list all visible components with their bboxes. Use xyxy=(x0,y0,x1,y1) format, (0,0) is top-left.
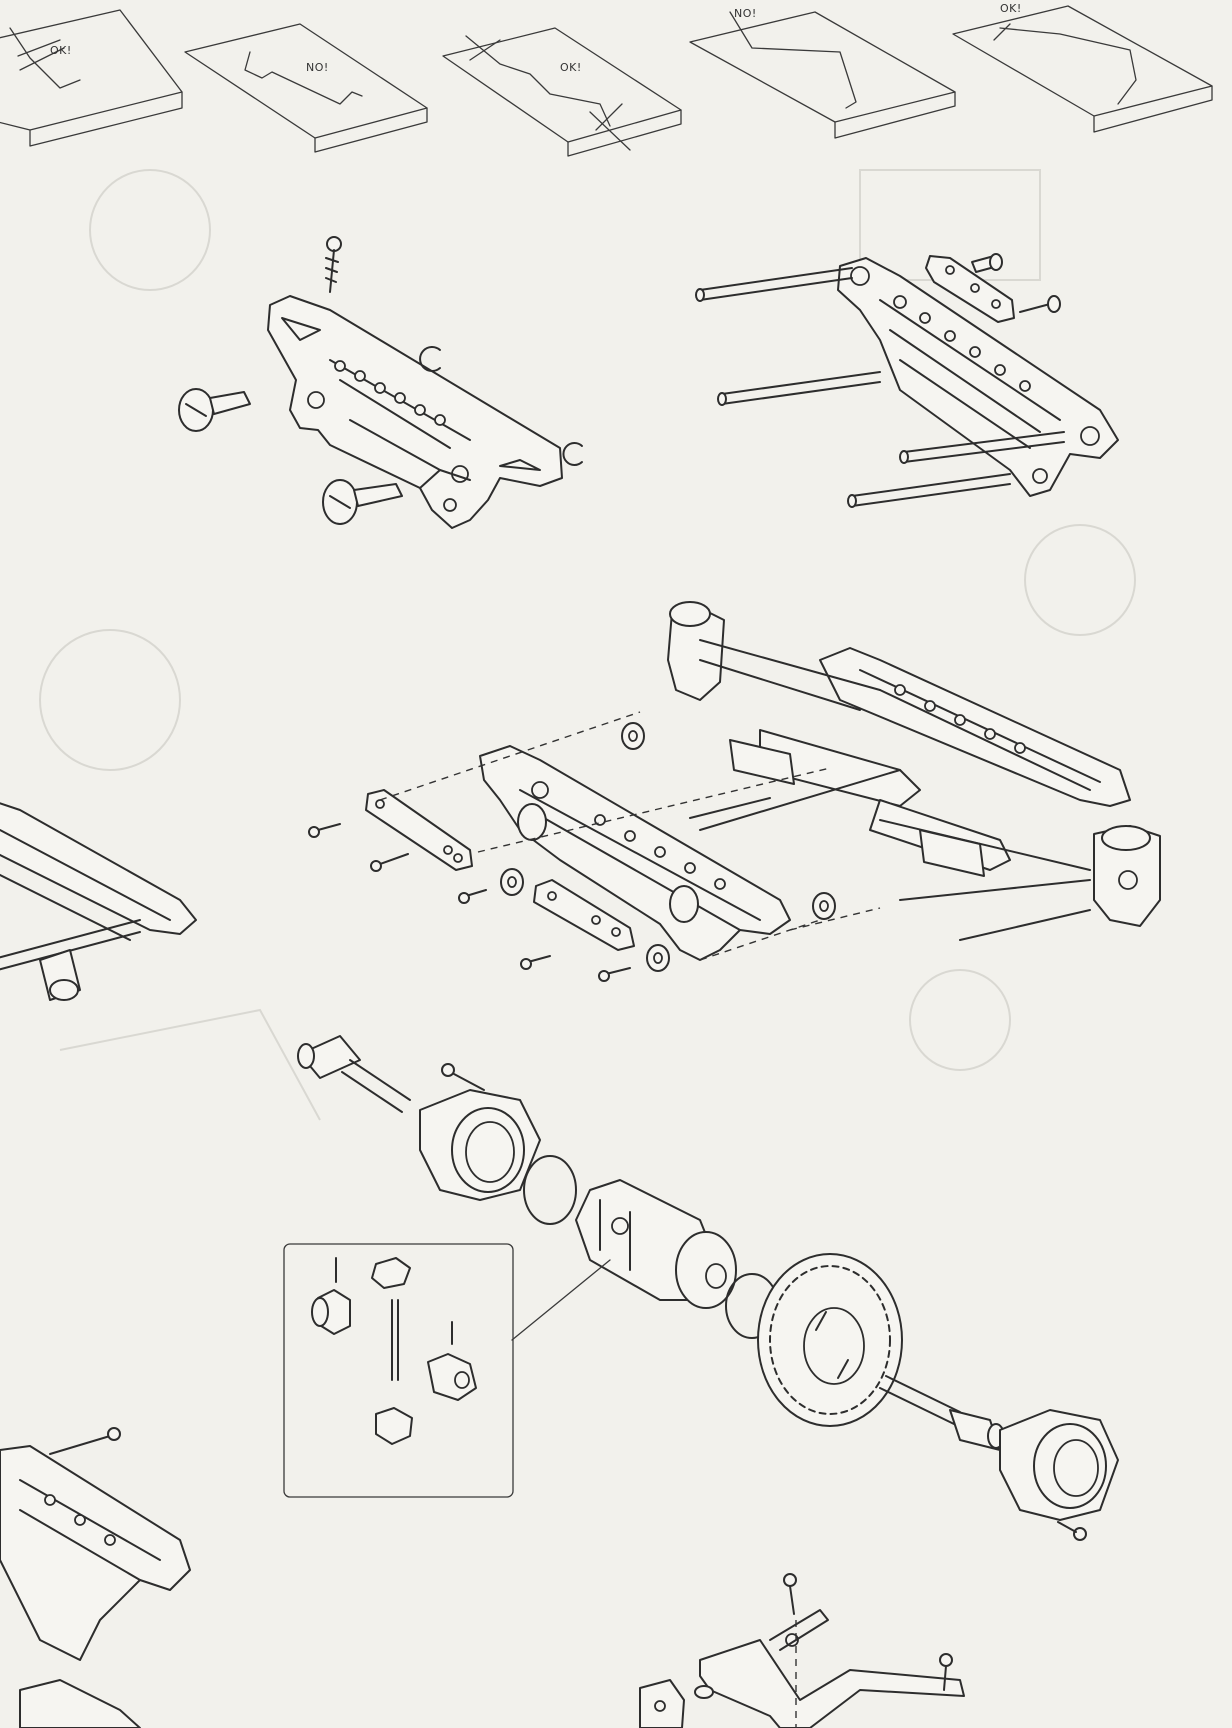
diff-housing xyxy=(575,1179,737,1309)
bulkhead-holes xyxy=(307,360,469,512)
wire-test-label-4: NO! xyxy=(734,7,757,20)
diff-screw-bottom xyxy=(1057,1521,1087,1541)
hinge-pin-2 xyxy=(717,371,881,406)
pivot-pin-lower xyxy=(322,479,403,525)
hinge-pin-1 xyxy=(695,267,853,302)
cross-brace-part xyxy=(699,1609,965,1728)
washer-1 xyxy=(621,722,645,750)
pivot-pin-upper xyxy=(178,388,251,432)
wire-test-label-2: NO! xyxy=(306,61,329,74)
strap-plate-upper xyxy=(365,789,473,871)
wire-test-panel-4 xyxy=(689,11,956,139)
wire-test-label-3: OK! xyxy=(560,61,582,74)
wire-test-panel-1 xyxy=(0,9,183,147)
bearing-housing-left xyxy=(419,1089,541,1201)
diff-shaft-right xyxy=(879,1375,1005,1451)
e-clip-1 xyxy=(419,346,441,372)
strap-plate-lower xyxy=(533,879,635,951)
front-bulkhead-part xyxy=(267,295,563,529)
wire-test-label-5: OK! xyxy=(1000,2,1022,15)
washer-2 xyxy=(500,868,524,896)
wire-test-panel-3 xyxy=(442,27,682,157)
bearing-housing-right xyxy=(999,1409,1119,1521)
detail-callout-line xyxy=(511,1259,611,1341)
washer-3 xyxy=(646,944,670,972)
rear-bulkhead-part xyxy=(837,255,1119,497)
diff-screw-top xyxy=(441,1063,485,1091)
front-bulkhead-exploded xyxy=(479,745,791,961)
lower-left-partial-assembly xyxy=(0,1427,191,1728)
wire-test-panel-5 xyxy=(952,5,1213,133)
washer-4 xyxy=(812,892,836,920)
small-block-part xyxy=(639,1679,714,1728)
diff-shaft-left xyxy=(297,1035,411,1113)
e-clip-2 xyxy=(562,442,583,466)
wire-test-panel-2 xyxy=(184,23,428,153)
screw-bottom-1 xyxy=(783,1573,797,1615)
left-edge-partial-assembly xyxy=(0,802,197,1001)
rear-suspension-assembly xyxy=(667,601,1161,941)
o-ring-left xyxy=(523,1155,577,1225)
rear-bulkhead-holes xyxy=(850,266,1100,484)
screw-bottom-2 xyxy=(939,1653,953,1691)
bevel-gear-detail-inset xyxy=(283,1243,514,1498)
screw-rear-1 xyxy=(971,253,1003,273)
dashed-alignment-lines xyxy=(379,711,881,961)
wire-test-label-1: OK! xyxy=(50,44,72,57)
small-screws-middle xyxy=(308,823,631,982)
hinge-pin-4 xyxy=(847,473,1011,508)
hinge-pin-3 xyxy=(899,431,1065,464)
screw-upper xyxy=(325,236,342,293)
diff-spur-gear xyxy=(757,1253,903,1427)
screw-rear-2 xyxy=(1019,295,1061,313)
reverse-side-show-through xyxy=(39,169,1136,1121)
